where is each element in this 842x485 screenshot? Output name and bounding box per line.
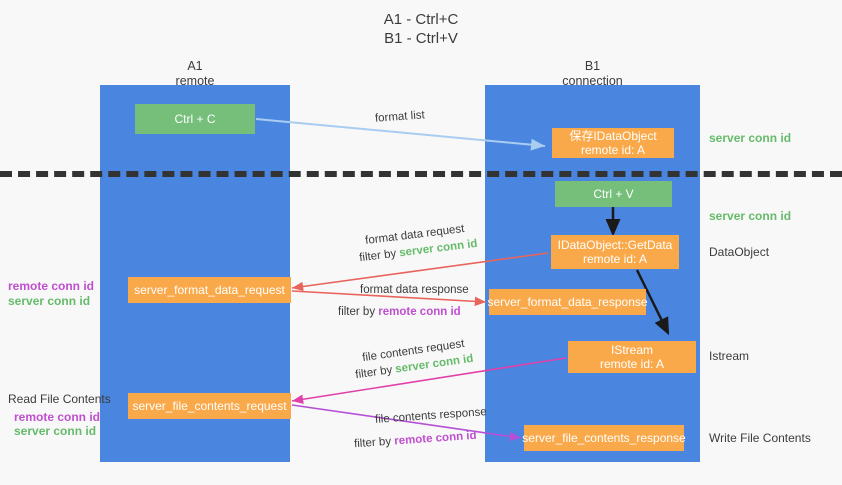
box-server-format-data-response[interactable]: server_format_data_response <box>487 289 648 315</box>
box-server-format-data-request[interactable]: server_format_data_request <box>128 277 291 303</box>
lane-a1-subtitle: remote <box>175 74 215 88</box>
title-line-1: A1 - Ctrl+C <box>383 11 459 28</box>
label-istream: Istream <box>709 349 750 363</box>
box-server-file-contents-request-label: server_file_contents_request <box>132 399 287 413</box>
box-server-file-contents-response-label: server_file_contents_response <box>522 431 686 445</box>
box-ctrl-v-label: Ctrl + V <box>593 187 634 201</box>
lane-b1-subtitle: connection <box>562 74 623 88</box>
label-write-file-contents: Write File Contents <box>709 431 811 445</box>
box-ctrl-v[interactable]: Ctrl + V <box>555 181 672 207</box>
label-server-conn-id-top: server conn id <box>709 131 792 145</box>
label-remote-conn-id-lower: remote conn id <box>14 410 101 424</box>
box-ctrl-c[interactable]: Ctrl + C <box>135 104 255 134</box>
title-line-2: B1 - Ctrl+V <box>384 30 458 47</box>
box-server-format-data-response-label: server_format_data_response <box>487 295 648 309</box>
edge-label-format-list: format list <box>374 109 426 125</box>
box-idataobject-getdata-line2: remote id: A <box>582 252 648 266</box>
box-server-file-contents-request[interactable]: server_file_contents_request <box>128 393 291 419</box>
lane-title-b1: B1 connection <box>485 59 700 89</box>
box-istream[interactable]: IStream remote id: A <box>568 341 696 373</box>
box-idataobject-getdata[interactable]: IDataObject::GetData remote id: A <box>551 235 679 269</box>
label-server-conn-id-upper: server conn id <box>8 294 91 308</box>
filter-value: remote conn id <box>393 429 477 448</box>
box-save-idataobject-line2: remote id: A <box>580 143 646 157</box>
box-idataobject-getdata-line1: IDataObject::GetData <box>557 238 673 252</box>
edge-label-format-data-response: format data response <box>360 284 469 296</box>
box-save-idataobject[interactable]: 保存IDataObject remote id: A <box>552 128 674 158</box>
label-read-file-contents: Read File Contents <box>8 392 111 406</box>
filter-value: remote conn id <box>378 306 461 318</box>
box-server-format-data-request-label: server_format_data_request <box>134 283 285 297</box>
label-remote-conn-id-upper: remote conn id <box>8 279 95 293</box>
filter-prefix: filter by <box>338 306 379 318</box>
filter-prefix: filter by <box>354 363 397 382</box>
box-istream-line2: remote id: A <box>599 357 665 371</box>
label-dataobject: DataObject <box>709 245 770 259</box>
label-server-conn-id-lower: server conn id <box>14 424 97 438</box>
page-title: A1 - Ctrl+C B1 - Ctrl+V <box>0 10 842 48</box>
box-istream-line1: IStream <box>610 343 653 357</box>
lane-b1-name: B1 <box>584 59 601 73</box>
phase-separator <box>0 171 842 177</box>
box-ctrl-c-label: Ctrl + C <box>174 112 216 126</box>
lane-title-a1: A1 remote <box>100 59 290 89</box>
lane-a1-name: A1 <box>187 59 203 73</box>
filter-prefix: filter by <box>358 247 401 265</box>
filter-prefix: filter by <box>353 435 395 451</box>
edge-label-file-contents-response-filter: filter by remote conn id <box>354 429 477 453</box>
edge-label-format-data-response-filter: filter by remote conn id <box>338 305 461 320</box>
edge-label-file-contents-response: file contents response <box>374 406 488 426</box>
box-server-file-contents-response[interactable]: server_file_contents_response <box>522 425 686 451</box>
label-server-conn-id-mid: server conn id <box>709 209 792 223</box>
box-save-idataobject-line1: 保存IDataObject <box>569 129 657 143</box>
